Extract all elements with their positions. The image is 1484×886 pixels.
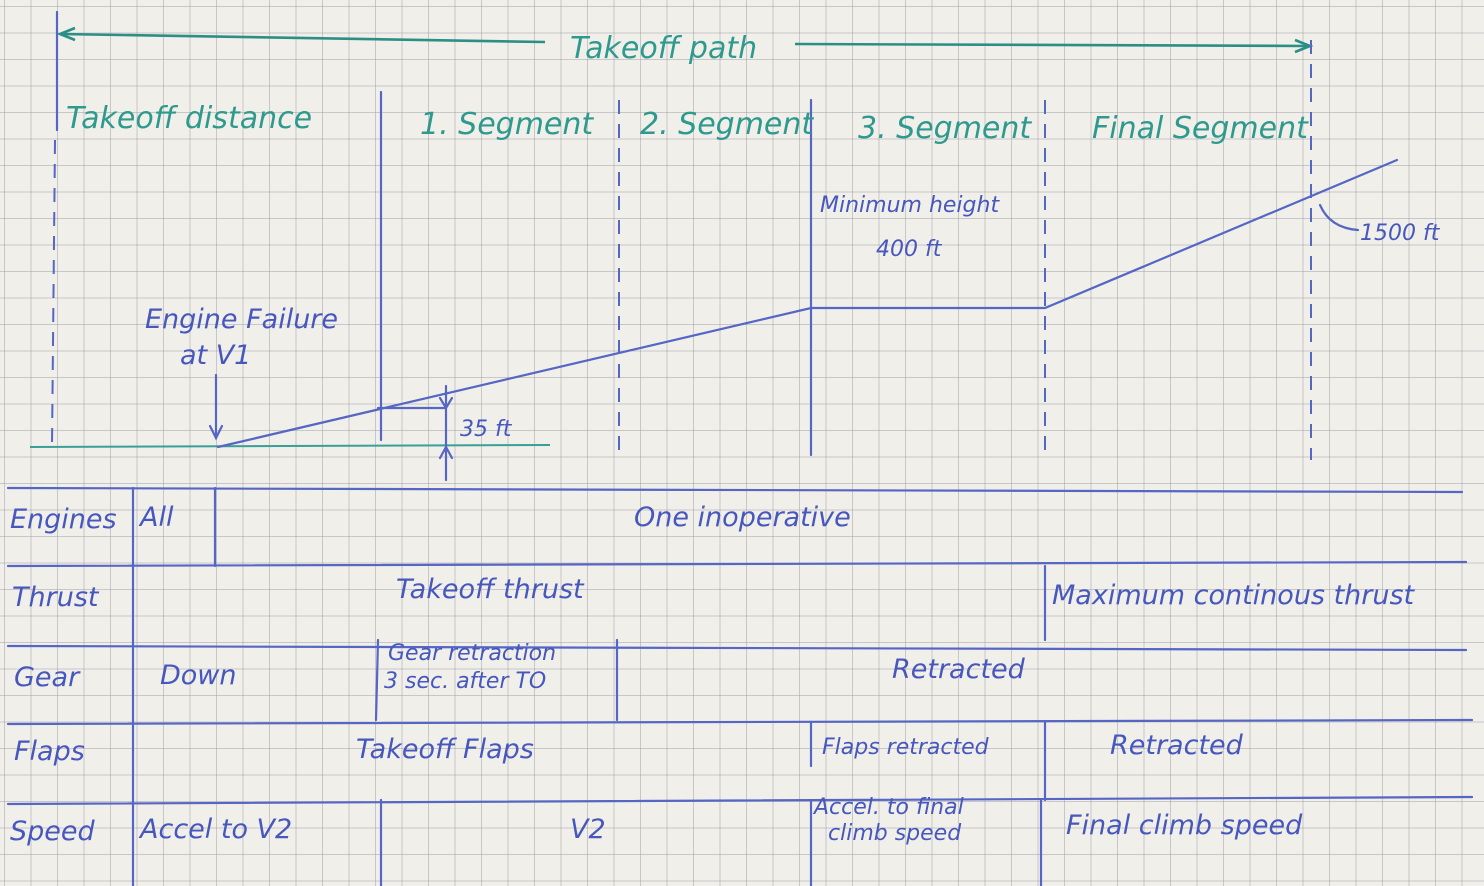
min-height-label: Minimum height [820, 193, 1000, 218]
arrow-head-icon [208, 424, 224, 441]
min-height-value: 400 ft [876, 237, 943, 262]
speed-final-climb: Final climb speed [1066, 810, 1303, 841]
flaps-retracting: Flaps retracted [822, 735, 990, 760]
row-label-speed: Speed [10, 816, 96, 847]
segment-dividers [51, 10, 1312, 460]
speed-accel-final-label: Accel. to final [812, 795, 964, 820]
row-label-flaps: Flaps [14, 736, 85, 767]
thrust-takeoff: Takeoff thrust [396, 574, 585, 605]
takeoff-path-arrow [56, 26, 1314, 54]
takeoff-path-label: Takeoff path [570, 31, 757, 66]
gear-retraction-timing: 3 sec. after TO [384, 669, 546, 694]
row-label-gear: Gear [14, 662, 81, 693]
segment-label-final: Final Segment [1092, 111, 1309, 146]
speed-v2: V2 [570, 814, 606, 845]
flaps-takeoff: Takeoff Flaps [356, 734, 534, 765]
flight-path-line [216, 158, 1399, 449]
final-height-label: 1500 ft [1360, 221, 1441, 246]
final-height-leader [1318, 203, 1360, 232]
engines-one-inoperative: One inoperative [634, 502, 851, 533]
speed-accel-final-climb: climb speed [828, 821, 962, 846]
configuration-table-grid [6, 486, 1474, 886]
screen-height-label: 35 ft [460, 417, 513, 442]
row-label-engines: Engines [10, 504, 117, 535]
gear-retracted: Retracted [892, 654, 1026, 685]
segment-label-1: 1. Segment [420, 107, 594, 142]
gear-retraction-label: Gear retraction [388, 641, 556, 666]
ground-line [29, 444, 551, 448]
thrust-max-continuous: Maximum continous thrust [1052, 580, 1416, 611]
segment-label-takeoff-distance: Takeoff distance [66, 101, 312, 136]
gear-down: Down [160, 660, 237, 691]
flaps-retracted: Retracted [1110, 730, 1244, 761]
segment-label-3: 3. Segment [858, 111, 1032, 146]
row-label-thrust: Thrust [12, 582, 100, 613]
engines-all: All [138, 502, 174, 533]
engine-failure-label: Engine Failure [145, 304, 338, 335]
speed-accel-v2: Accel to V2 [138, 814, 292, 845]
segment-label-2: 2. Segment [640, 107, 814, 142]
engine-failure-speed: at V1 [180, 340, 251, 371]
screen-height-dimension [376, 384, 454, 482]
